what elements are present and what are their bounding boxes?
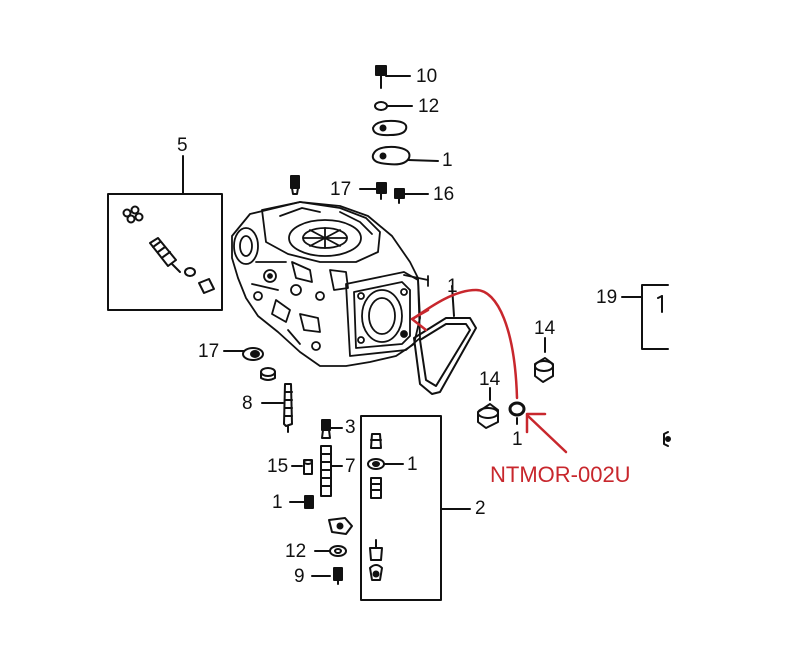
washer-12-top — [374, 101, 413, 111]
callout-9: 9 — [294, 566, 305, 587]
float-cup — [260, 367, 276, 381]
callout-17-top: 17 — [330, 179, 352, 200]
screw-17-left — [223, 347, 264, 361]
box-5 — [107, 155, 223, 311]
part-number-label: NTMOR-002U — [490, 462, 631, 487]
plug-14-right — [534, 337, 554, 383]
screw-9 — [311, 567, 343, 585]
highlight-arrow-curve — [410, 288, 519, 400]
callout-1-left: 1 — [272, 492, 283, 513]
callout-1-top: 1 — [442, 150, 453, 171]
callout-17-left: 17 — [198, 341, 220, 362]
screw-15 — [291, 459, 313, 475]
callout-16: 16 — [433, 184, 455, 205]
emulsion-tube-7 — [320, 445, 343, 497]
jet-3 — [321, 419, 343, 439]
plate-upper — [372, 119, 408, 137]
callout-10: 10 — [416, 66, 438, 87]
callout-15: 15 — [267, 456, 289, 477]
box-19 — [621, 284, 669, 350]
bracket — [328, 517, 353, 535]
callout-1-box: 1 — [407, 454, 418, 475]
washer-12-bottom — [314, 545, 347, 557]
flange-gasket-1 — [413, 285, 477, 395]
callout-2: 2 — [475, 498, 486, 519]
carburetor-body — [231, 201, 429, 367]
callout-7: 7 — [345, 456, 356, 477]
highlight-arrow-pointer — [525, 412, 568, 454]
callout-14-center: 14 — [479, 369, 501, 390]
screw-top — [290, 175, 300, 195]
box-2 — [360, 415, 471, 601]
o-ring-1 — [508, 401, 526, 425]
plug-14-center — [477, 387, 499, 429]
callout-1-gasket: 1 — [447, 276, 458, 297]
bolt-10 — [375, 65, 411, 89]
plate-1-top — [371, 145, 439, 166]
needle-8 — [261, 383, 293, 433]
screw-1-left — [289, 495, 314, 509]
callout-12-top: 12 — [418, 96, 440, 117]
callout-8: 8 — [242, 393, 253, 414]
screw-17-top — [359, 182, 387, 200]
callout-3: 3 — [345, 417, 356, 438]
cropped-part-right — [663, 431, 671, 447]
callout-5: 5 — [177, 135, 188, 156]
callout-12-bottom: 12 — [285, 541, 307, 562]
screw-16 — [394, 188, 429, 204]
callout-14-right: 14 — [534, 318, 556, 339]
callout-1-oring: 1 — [512, 429, 523, 450]
callout-19: 19 — [596, 287, 618, 308]
